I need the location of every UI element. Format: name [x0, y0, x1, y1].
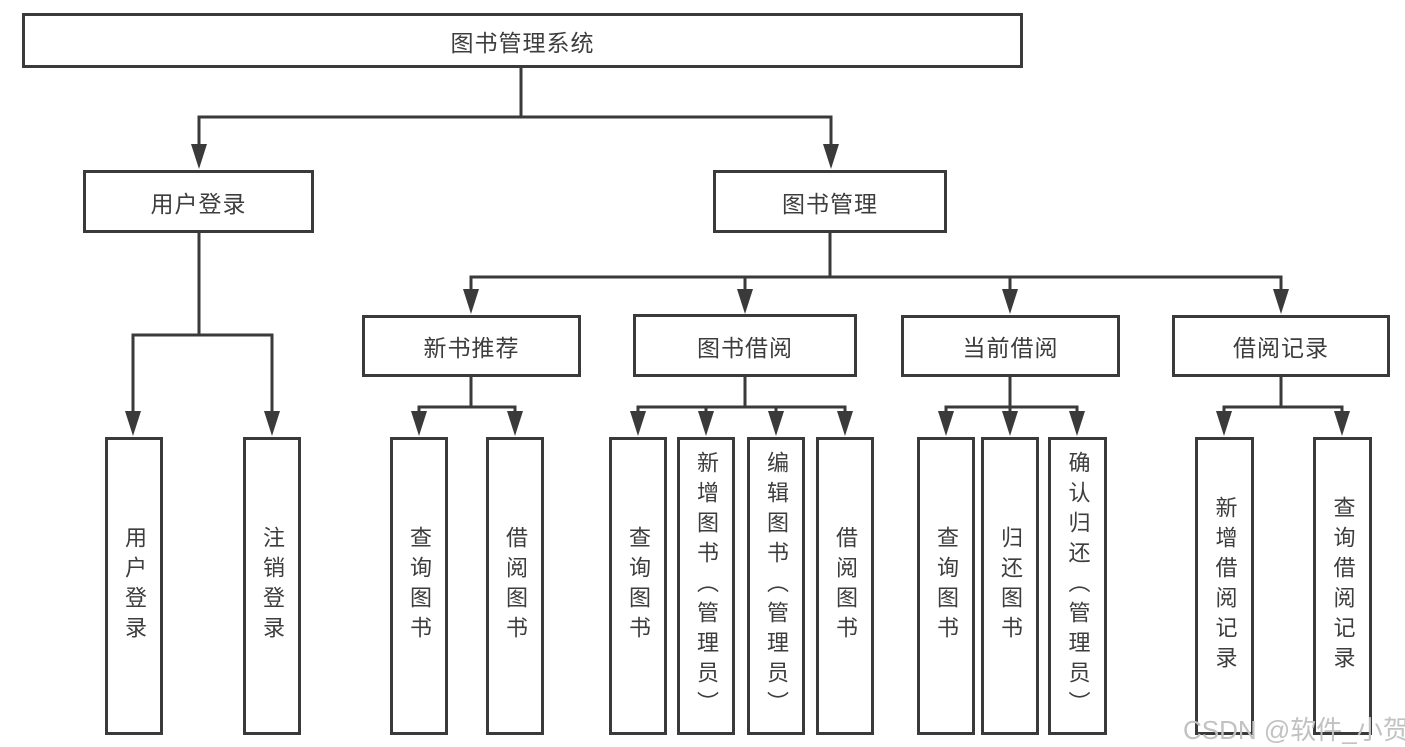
leaf-br-add-record: 新增借阅记录	[1195, 437, 1254, 735]
leaf-bb-query-books-label: 查询图书	[626, 526, 651, 646]
leaf-bb-edit-books-admin: 编辑图书（管理员）	[747, 437, 805, 735]
leaf-user-login: 用户登录	[105, 437, 163, 735]
leaf-bb-edit-books-admin-label: 编辑图书（管理员）	[764, 451, 789, 721]
node-book-borrowing-label: 图书借阅	[697, 334, 793, 361]
node-root: 图书管理系统	[22, 13, 1023, 68]
leaf-bb-add-books-admin-label: 新增图书（管理员）	[694, 451, 719, 721]
node-new-book-recommend: 新书推荐	[362, 315, 581, 377]
node-book-management-label: 图书管理	[782, 190, 878, 217]
leaf-cb-confirm-return-admin: 确认归还（管理员）	[1048, 437, 1107, 735]
leaf-br-query-record: 查询借阅记录	[1313, 437, 1372, 735]
leaf-nbr-query-books: 查询图书	[390, 437, 448, 735]
leaf-nbr-borrow-books-label: 借阅图书	[503, 526, 528, 646]
leaf-nbr-borrow-books: 借阅图书	[486, 437, 544, 735]
node-root-label: 图书管理系统	[450, 29, 595, 56]
node-borrow-records-label: 借阅记录	[1233, 335, 1329, 361]
leaf-bb-borrow-books-label: 借阅图书	[833, 526, 858, 646]
leaf-user-login-label: 用户登录	[122, 526, 147, 646]
leaf-logout: 注销登录	[243, 437, 301, 735]
arrowheads	[125, 144, 1350, 436]
leaf-cb-return-books: 归还图书	[981, 437, 1039, 735]
node-book-management: 图书管理	[713, 170, 947, 233]
leaf-cb-query-books: 查询图书	[917, 437, 975, 735]
leaf-logout-label: 注销登录	[260, 526, 285, 646]
leaf-br-add-record-label: 新增借阅记录	[1212, 496, 1238, 676]
node-user-login-label: 用户登录	[150, 190, 247, 217]
node-current-borrowing-label: 当前借阅	[962, 335, 1059, 361]
node-current-borrowing: 当前借阅	[901, 315, 1120, 377]
node-user-login: 用户登录	[83, 170, 314, 233]
node-book-borrowing: 图书借阅	[633, 314, 857, 377]
leaf-bb-add-books-admin: 新增图书（管理员）	[677, 437, 735, 735]
leaf-br-query-record-label: 查询借阅记录	[1330, 496, 1356, 676]
leaf-cb-return-books-label: 归还图书	[998, 526, 1023, 646]
leaf-nbr-query-books-label: 查询图书	[407, 526, 432, 646]
node-borrow-records: 借阅记录	[1172, 315, 1390, 377]
leaf-bb-borrow-books: 借阅图书	[816, 437, 874, 735]
node-new-book-recommend-label: 新书推荐	[423, 335, 520, 361]
csdn-watermark: CSDN @软件_小贺同学	[1183, 715, 1405, 745]
leaf-cb-query-books-label: 查询图书	[934, 526, 959, 646]
leaf-cb-confirm-return-admin-label: 确认归还（管理员）	[1065, 451, 1091, 721]
leaf-bb-query-books: 查询图书	[609, 437, 667, 735]
